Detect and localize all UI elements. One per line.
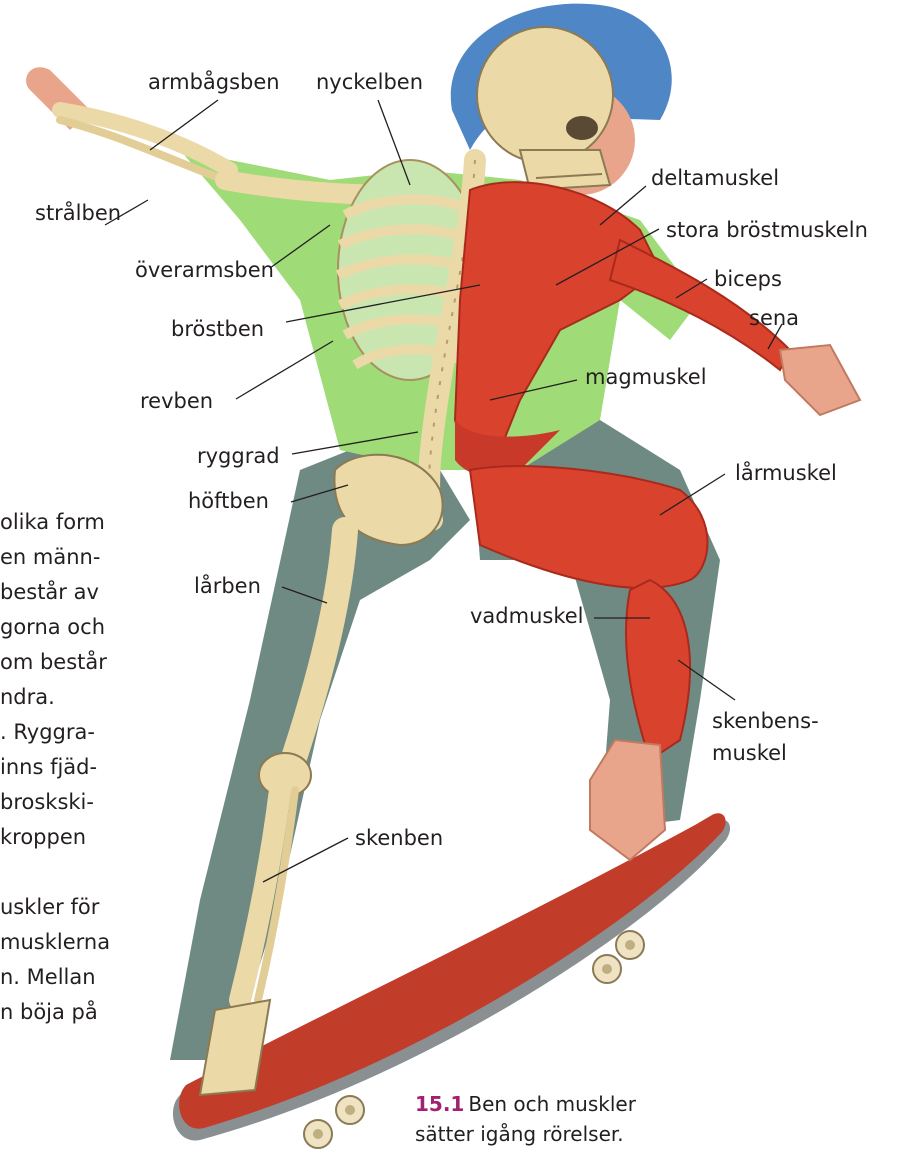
body-text-line: inns fjäd- (0, 750, 110, 785)
label-skenben: skenben (355, 828, 443, 849)
caption-text-2: sätter igång rörelser. (415, 1119, 636, 1149)
label-larmuskel: lårmuskel (735, 463, 837, 484)
wheel (304, 1120, 332, 1148)
caption-text-1: Ben och muskler (468, 1092, 636, 1116)
label-deltamuskel: deltamuskel (651, 168, 779, 189)
body-text-line: n. Mellan (0, 960, 110, 995)
label-brostben: bröstben (171, 319, 264, 340)
label-nyckelben: nyckelben (316, 72, 423, 93)
body-text-line: olika form (0, 505, 110, 540)
body-text-line: . Ryggra- (0, 715, 110, 750)
label-armbagsben: armbågsben (148, 72, 280, 93)
body-text-line: består av (0, 575, 110, 610)
label-sena: sena (749, 308, 799, 329)
body-text-line: broskski- (0, 785, 110, 820)
label-hoftben: höftben (188, 491, 269, 512)
body-text-line: ndra. (0, 680, 110, 715)
body-text-line: uskler för (0, 890, 110, 925)
label-overarmsben: överarmsben (135, 260, 274, 281)
body-text-line: musklerna (0, 925, 110, 960)
skull (477, 27, 613, 190)
body-text-line: om består (0, 645, 110, 680)
label-larben: lårben (194, 576, 261, 597)
wheel (616, 931, 644, 959)
label-stora-brostmuskeln: stora bröstmuskeln (666, 220, 868, 241)
caption-number: 15.1 (415, 1092, 464, 1116)
body-text-line: gorna och (0, 610, 110, 645)
label-skenbensmuskel-line1: skenbens- (712, 711, 819, 732)
wheel (336, 1096, 364, 1124)
label-ryggrad: ryggrad (197, 446, 280, 467)
label-revben: revben (140, 391, 213, 412)
body-text-line: n böja på (0, 995, 110, 1030)
body-text-line (0, 855, 110, 890)
body-text: olika form en männ- består av gorna och … (0, 505, 110, 1030)
body-text-line: en männ- (0, 540, 110, 575)
label-skenbensmuskel-line2: muskel (712, 743, 787, 764)
wheel (593, 955, 621, 983)
label-stralben: strålben (35, 203, 121, 224)
label-magmuskel: magmuskel (585, 367, 707, 388)
label-biceps: biceps (714, 269, 782, 290)
label-vadmuskel: vadmuskel (470, 606, 584, 627)
muscle-system (455, 182, 860, 860)
body-text-line: kroppen (0, 820, 110, 855)
